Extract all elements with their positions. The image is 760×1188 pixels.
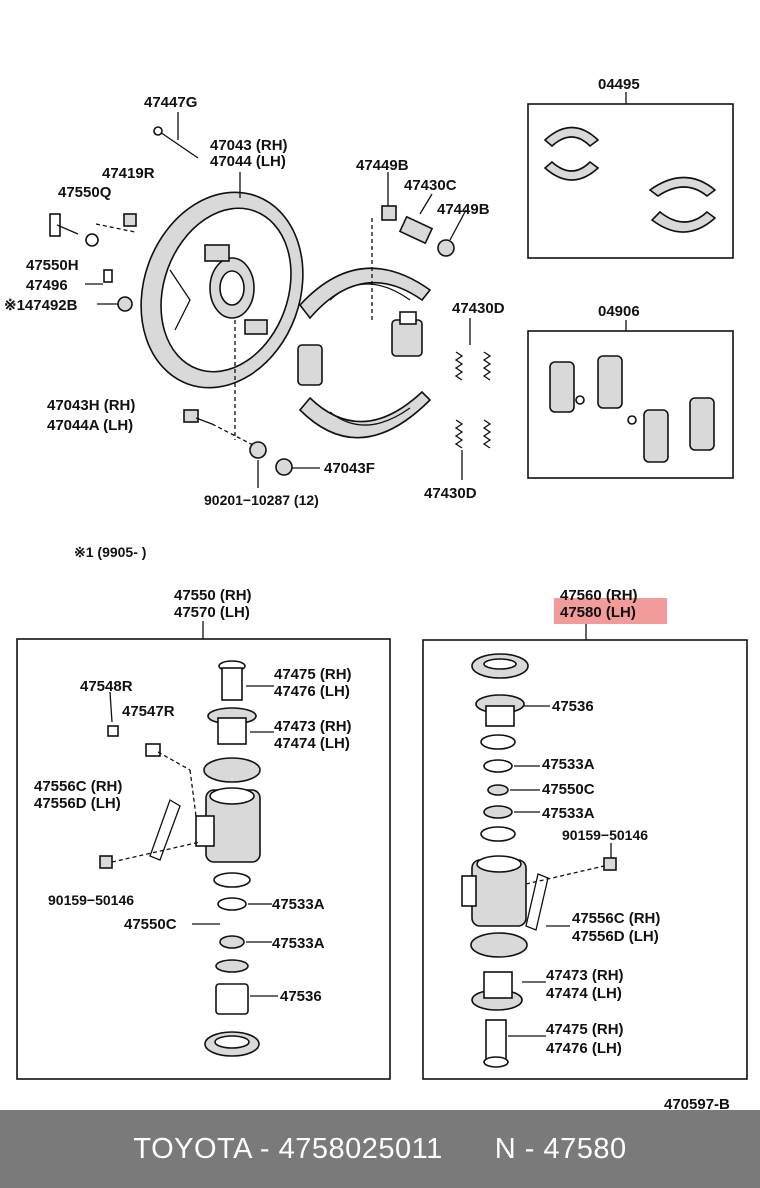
right-label-47550c: 47550C: [542, 781, 595, 798]
right-label-90159: 90159−50146: [562, 827, 648, 843]
label-47430c: 47430C: [404, 177, 457, 194]
left-label-90159: 90159−50146: [48, 892, 134, 908]
right-assembly-parts-drawing: [461, 653, 617, 1068]
left-label-47556d: 47556D (LH): [34, 795, 121, 812]
label-47447g: 47447G: [144, 94, 197, 111]
right-label-47556c: 47556C (RH): [572, 910, 660, 927]
left-label-47547r: 47547R: [122, 703, 175, 720]
kit-04495-box: [527, 103, 734, 259]
right-assembly-box: [422, 639, 748, 1080]
left-label-47548r: 47548R: [80, 678, 133, 695]
left-label-47556c: 47556C (RH): [34, 778, 122, 795]
right-label-47476: 47476 (LH): [546, 1040, 622, 1057]
right-label-47533a-bottom: 47533A: [542, 805, 595, 822]
label-47449b-top: 47449B: [356, 157, 409, 174]
right-assembly-title-lh: 47580 (LH): [560, 604, 636, 621]
label-04495: 04495: [598, 76, 640, 93]
right-label-47475: 47475 (RH): [546, 1021, 624, 1038]
left-label-47536: 47536: [280, 988, 322, 1005]
return-springs-drawing: [454, 351, 492, 449]
label-47449b: 47449B: [437, 201, 490, 218]
left-label-47476: 47476 (LH): [274, 683, 350, 700]
kit-04906-box: [527, 330, 734, 479]
left-label-47533a-top: 47533A: [272, 896, 325, 913]
footnote: ※1 (9905- ): [74, 544, 146, 560]
left-label-47533a-bottom: 47533A: [272, 935, 325, 952]
small-fasteners-drawing: [49, 213, 293, 476]
label-47044a: 47044A (LH): [47, 417, 133, 434]
left-label-47550c: 47550C: [124, 916, 177, 933]
bolt-47447g-drawing: [153, 126, 199, 159]
label-47550q: 47550Q: [58, 184, 112, 201]
left-label-47475: 47475 (RH): [274, 666, 352, 683]
label-90201: 90201−10287 (12): [204, 492, 319, 508]
right-label-47473: 47473 (RH): [546, 967, 624, 984]
label-47043h: 47043H (RH): [47, 397, 135, 414]
footer-ref-number: N - 47580: [494, 1132, 627, 1165]
selected-part-highlight: [554, 598, 667, 624]
footer-bar: TOYOTA - 4758025011 N - 47580: [0, 1110, 760, 1188]
kit-04495-shoes-drawing: [543, 126, 717, 233]
left-label-47474: 47474 (LH): [274, 735, 350, 752]
drawing-id: 470597-B: [664, 1096, 730, 1110]
label-47430d-bottom: 47430D: [424, 485, 477, 502]
brake-shoes-drawing: [298, 267, 432, 439]
right-label-47556d: 47556D (LH): [572, 928, 659, 945]
footer-part-number: TOYOTA - 4758025011: [133, 1132, 443, 1165]
left-assembly-title-rh: 47550 (RH): [174, 587, 252, 604]
right-label-47536: 47536: [552, 698, 594, 715]
left-assembly-title-lh: 47570 (LH): [174, 604, 250, 621]
label-47430d-top: 47430D: [452, 300, 505, 317]
left-label-47473: 47473 (RH): [274, 718, 352, 735]
label-47492b: ※147492B: [4, 297, 78, 314]
label-47550h: 47550H: [26, 257, 79, 274]
right-assembly-title-rh: 47560 (RH): [560, 587, 638, 604]
label-47043: 47043 (RH): [210, 137, 288, 154]
label-47419r: 47419R: [102, 165, 155, 182]
left-assembly-parts-drawing: [99, 660, 261, 1057]
label-47044: 47044 (LH): [210, 153, 286, 170]
wheel-cylinder-drawing: [297, 311, 423, 386]
backing-plate-drawing: [140, 191, 304, 389]
right-label-47474: 47474 (LH): [546, 985, 622, 1002]
left-assembly-box: [16, 638, 391, 1080]
adjuster-parts-drawing: [381, 205, 455, 257]
kit-04906-parts-drawing: [549, 355, 715, 463]
right-label-47533a-top: 47533A: [542, 756, 595, 773]
label-47496: 47496: [26, 277, 68, 294]
label-04906: 04906: [598, 303, 640, 320]
brake-parts-diagram: 47447G 47043 (RH) 47044 (LH) 47419R 4755…: [4, 76, 748, 1110]
label-47043f: 47043F: [324, 460, 375, 477]
